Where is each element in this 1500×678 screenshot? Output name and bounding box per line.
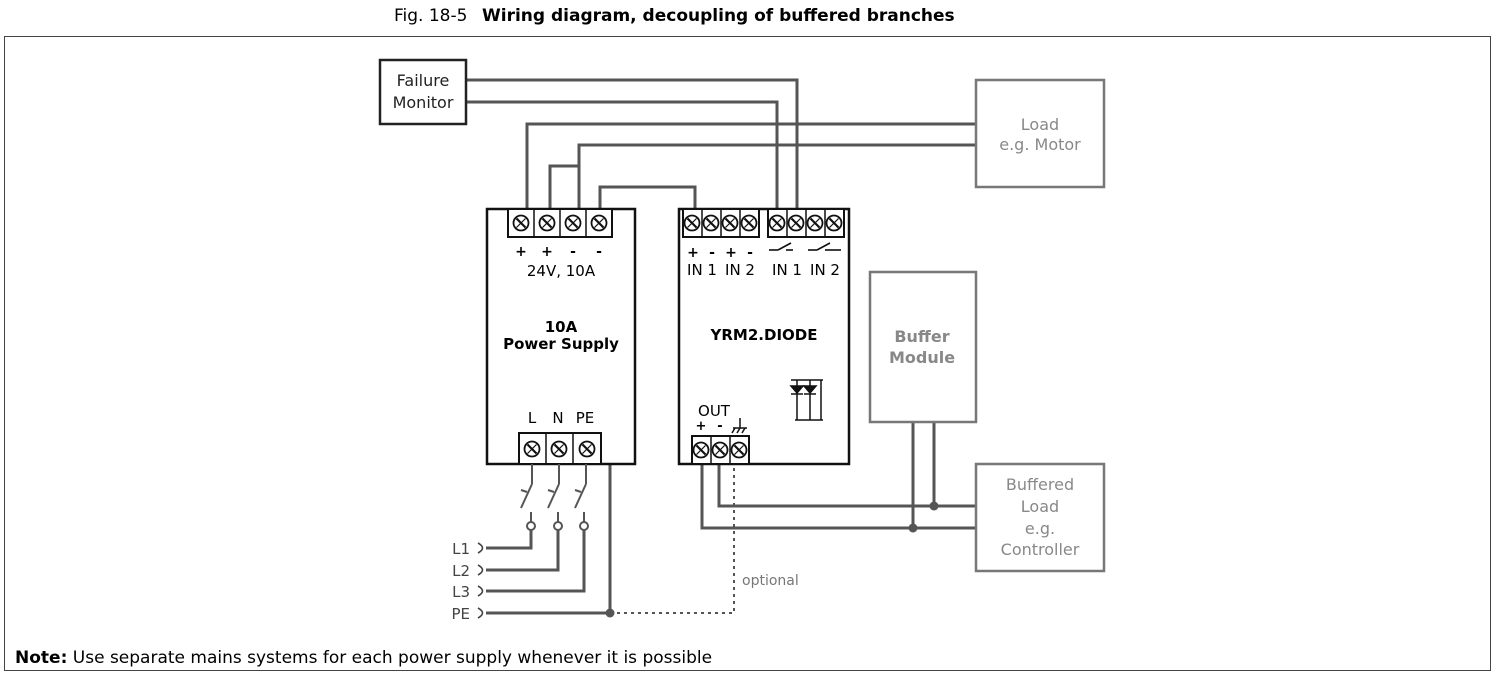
diode-out-sign-plus: + xyxy=(696,419,707,434)
ground-icon xyxy=(731,418,747,434)
figure-caption: Fig. 18-5 Wiring diagram, decoupling of … xyxy=(0,6,1500,30)
relay-label-in1: IN 1 xyxy=(772,261,802,279)
ps-input-screw-pe xyxy=(578,440,596,458)
mains-labels: L1 L2 L3 PE xyxy=(451,540,484,623)
wire-failure-monitor-1 xyxy=(466,78,799,208)
load-motor-line1: Load xyxy=(1021,115,1059,134)
wire-ps-plus-load-2 xyxy=(577,143,976,208)
diode-symbol-icon xyxy=(789,379,823,421)
ps-input-label-pe: PE xyxy=(576,409,595,427)
buffer-module-box: Buffer Module xyxy=(868,270,978,424)
mains-label-pe: PE xyxy=(451,605,470,623)
wire-l2 xyxy=(486,528,560,572)
diagram-frame xyxy=(4,36,1491,671)
diode-label-in2: IN 2 xyxy=(725,261,755,279)
diode-out-label: OUT xyxy=(698,402,731,420)
figure-number: Fig. 18-5 xyxy=(394,6,468,26)
junction-buffer-1 xyxy=(908,523,918,533)
ps-name-line1: 10A xyxy=(545,318,578,336)
ps-terminal-screw-4 xyxy=(590,214,608,232)
buffered-load-line4: Controller xyxy=(1001,540,1080,559)
ps-rating: 24V, 10A xyxy=(527,262,596,280)
wire-ps-plus-2 xyxy=(548,164,579,208)
diode-sign-3: + xyxy=(725,245,737,261)
diode-sign-2: - xyxy=(709,245,715,261)
mains-label-l3: L3 xyxy=(452,583,470,601)
wire-failure-monitor-2 xyxy=(466,100,779,208)
buffered-load-line2: Load xyxy=(1021,497,1059,516)
ps-sign-1: + xyxy=(515,244,527,260)
mains-label-l1: L1 xyxy=(452,540,470,558)
wire-ps-minus-diode xyxy=(598,185,697,208)
ps-terminal-screw-1 xyxy=(512,214,530,232)
junction-buffer-2 xyxy=(929,501,939,511)
relay-label-in2: IN 2 xyxy=(810,261,840,279)
power-supply-box: + + - - 24V, 10A 10A Power Supply L N PE xyxy=(485,207,637,466)
diode-label-in1: IN 1 xyxy=(687,261,717,279)
buffer-module-line2: Module xyxy=(889,348,955,367)
failure-monitor-box: Failure Monitor xyxy=(378,58,468,126)
mains-label-l2: L2 xyxy=(452,562,470,580)
ps-input-label-l: L xyxy=(528,409,537,427)
wire-l3 xyxy=(486,528,586,593)
ps-terminal-screw-2 xyxy=(538,214,556,232)
ps-sign-4: - xyxy=(596,244,602,260)
wires xyxy=(466,78,976,615)
buffered-load-line3: e.g. xyxy=(1025,519,1055,538)
diode-module-box: + - + - IN 1 IN 2 IN 1 IN 2 YRM2.DIODE xyxy=(677,207,851,466)
note: Note: Use separate mains systems for eac… xyxy=(15,648,712,668)
diode-module-name: YRM2.DIODE xyxy=(710,326,818,344)
ps-terminal-screw-3 xyxy=(564,214,582,232)
ps-name-line2: Power Supply xyxy=(503,335,619,353)
ps-input-label-n: N xyxy=(552,409,563,427)
load-motor-box: Load e.g. Motor xyxy=(974,78,1106,189)
buffer-module-line1: Buffer xyxy=(894,327,949,346)
wire-out-plus xyxy=(700,463,976,530)
figure-title: Wiring diagram, decoupling of buffered b… xyxy=(482,6,955,26)
wire-out-minus xyxy=(717,463,976,508)
note-text: Use separate mains systems for each powe… xyxy=(67,648,713,668)
diode-out-sign-minus: - xyxy=(717,419,722,434)
optional-label: optional xyxy=(742,573,799,589)
diode-sign-4: - xyxy=(747,245,753,261)
load-motor-line2: e.g. Motor xyxy=(999,135,1081,154)
relay-contact-icon xyxy=(769,242,841,251)
ps-sign-3: - xyxy=(570,244,576,260)
failure-monitor-line1: Failure xyxy=(397,71,450,90)
failure-monitor-line2: Monitor xyxy=(393,93,454,112)
ps-sign-2: + xyxy=(541,244,553,260)
note-label: Note: xyxy=(15,648,68,668)
buffered-load-line1: Buffered xyxy=(1006,475,1074,494)
wire-ps-plus-load-1 xyxy=(525,122,976,208)
buffered-load-box: Buffered Load e.g. Controller xyxy=(974,462,1106,573)
diode-sign-1: + xyxy=(687,245,699,261)
mains-switches xyxy=(520,464,589,531)
wire-l1 xyxy=(486,528,533,550)
ps-input-screw-l xyxy=(523,440,541,458)
junction-pe xyxy=(605,608,615,618)
wire-optional-pe xyxy=(610,463,735,614)
ps-input-screw-n xyxy=(550,440,568,458)
